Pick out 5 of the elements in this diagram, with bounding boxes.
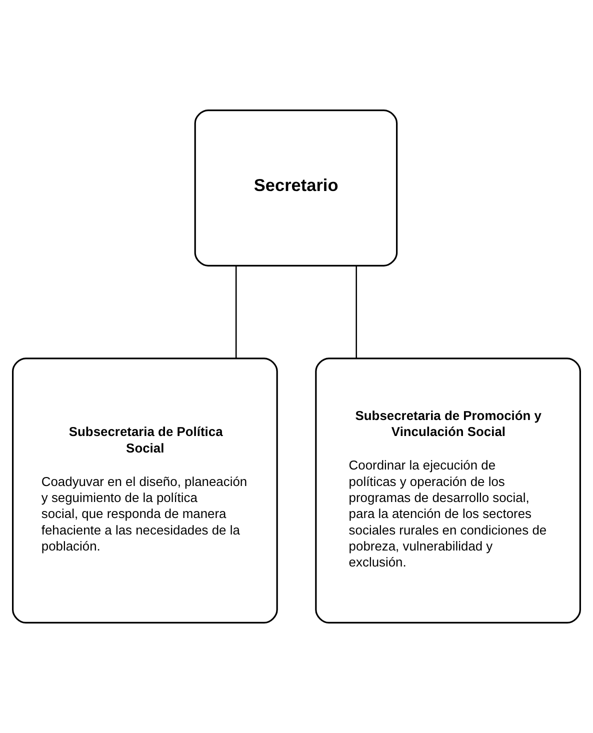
node-box: Subsecretaria de Promoción y Vinculación Social Coordinar la ejecución de políticas y operación de los programas de desarrollo social, para la atención de los sectores sociales rurales en condiciones de pobreza, vulnerabilidad y exclusión. [315, 358, 581, 624]
connector [356, 266, 358, 358]
node-box: Subsecretaria de Política Social Coadyuvar en el diseño, planeación y seguimiento de la política social, que responda de manera fehaciente a las necesidades de la población. [12, 358, 278, 624]
node-box: Secretario [194, 110, 398, 266]
connector [235, 266, 237, 358]
